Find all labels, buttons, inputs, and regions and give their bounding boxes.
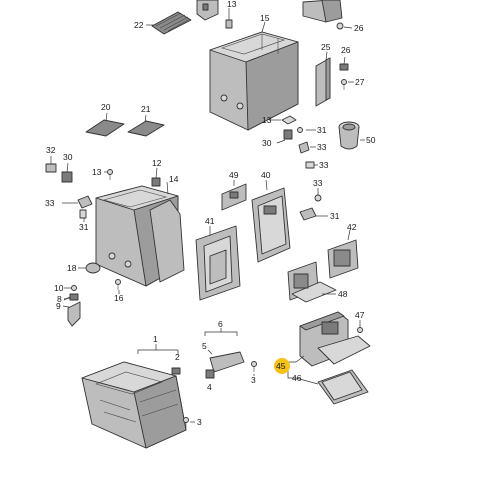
callout-13-top[interactable]: 13 [227,0,237,9]
callout-33-mid[interactable]: 33 [319,160,329,170]
callout-18[interactable]: 18 [67,263,77,273]
callout-46[interactable]: 46 [292,373,302,383]
callout-42[interactable]: 42 [347,222,357,232]
callout-31-right[interactable]: 31 [330,211,340,221]
part-bracket-top[interactable] [196,0,219,21]
part-4-5-hinge[interactable] [205,351,245,379]
part-30-clip[interactable] [61,171,73,183]
callout-26-top[interactable]: 26 [354,23,364,33]
callout-30[interactable]: 30 [63,152,73,162]
callout-45[interactable]: 45 [276,361,286,371]
part-49-switch-panel[interactable] [221,183,247,211]
part-45-armrest[interactable] [299,311,371,367]
callout-48[interactable]: 48 [338,289,348,299]
callout-3-mid[interactable]: 3 [251,375,256,385]
part-42-module[interactable] [327,239,359,279]
part-40-trim-panel[interactable] [251,187,291,263]
part-14-console-lower[interactable] [95,185,185,287]
part-26-clip-b[interactable] [339,63,349,71]
callout-47[interactable]: 47 [355,310,365,320]
bracket-1-2 [137,349,179,354]
callout-31-top[interactable]: 31 [317,125,327,135]
callout-12[interactable]: 12 [152,158,162,168]
callout-22[interactable]: 22 [134,20,144,30]
callout-9[interactable]: 9 [56,301,61,311]
callout-6[interactable]: 6 [218,319,223,329]
part-41-trim-panel[interactable] [195,225,241,301]
callout-33-left[interactable]: 33 [45,198,55,208]
callout-33-right[interactable]: 33 [313,178,323,188]
part-9-flap[interactable] [67,301,81,327]
part-21-mat[interactable] [127,120,165,137]
callout-33-top[interactable]: 33 [317,142,327,152]
callout-8[interactable]: 8 [57,294,62,304]
part-33-31-clip-left[interactable] [77,195,93,219]
callout-40[interactable]: 40 [261,170,271,180]
part-3-screw-bottom[interactable] [183,417,189,429]
part-32-clip[interactable] [45,163,57,173]
callout-27[interactable]: 27 [355,77,365,87]
callout-30-top[interactable]: 30 [262,138,272,148]
callout-16[interactable]: 16 [114,293,124,303]
callout-5[interactable]: 5 [202,341,207,351]
part-46-lid[interactable] [317,369,369,405]
part-50-cup-insert[interactable] [338,121,360,150]
part-47-screw[interactable] [357,325,363,333]
callout-50[interactable]: 50 [366,135,376,145]
callout-26[interactable]: 26 [341,45,351,55]
part-12-clip[interactable] [151,177,161,187]
callout-32[interactable]: 32 [46,145,56,155]
callout-4[interactable]: 4 [207,382,212,392]
callout-3-bottom[interactable]: 3 [197,417,202,427]
part-16-screw[interactable] [115,279,121,291]
part-26-clip[interactable] [336,22,344,30]
callout-10[interactable]: 10 [54,283,64,293]
part-2-clip[interactable] [171,367,181,375]
part-15-console-upper[interactable] [209,31,299,131]
highlight-marker-45[interactable] [274,358,290,374]
callout-14[interactable]: 14 [169,174,179,184]
callout-2[interactable]: 2 [175,352,180,362]
part-top-right-box[interactable] [302,0,343,23]
callout-13-mid[interactable]: 13 [262,115,272,125]
callout-13[interactable]: 13 [92,167,102,177]
part-22-mat[interactable] [151,11,192,35]
callout-21[interactable]: 21 [141,104,151,114]
callout-25[interactable]: 25 [321,42,331,52]
callout-31-left[interactable]: 31 [79,222,89,232]
callout-20[interactable]: 20 [101,102,111,112]
part-48-tray[interactable] [287,261,337,303]
part-20-mat[interactable] [85,119,125,137]
part-1-storage-tray[interactable] [81,361,187,449]
callout-41[interactable]: 41 [205,216,215,226]
part-18-cap[interactable] [85,262,101,274]
callout-1[interactable]: 1 [153,334,158,344]
part-clips-mid-top[interactable] [281,115,315,169]
part-3-screw-mid[interactable] [251,361,257,373]
part-13-screw[interactable] [107,169,113,181]
part-25-bracket[interactable] [315,57,331,107]
part-27-screw[interactable] [341,79,347,91]
callout-15[interactable]: 15 [260,13,270,23]
part-10-8-clips[interactable] [69,285,79,301]
bracket-6 [204,331,238,336]
callout-49[interactable]: 49 [229,170,239,180]
